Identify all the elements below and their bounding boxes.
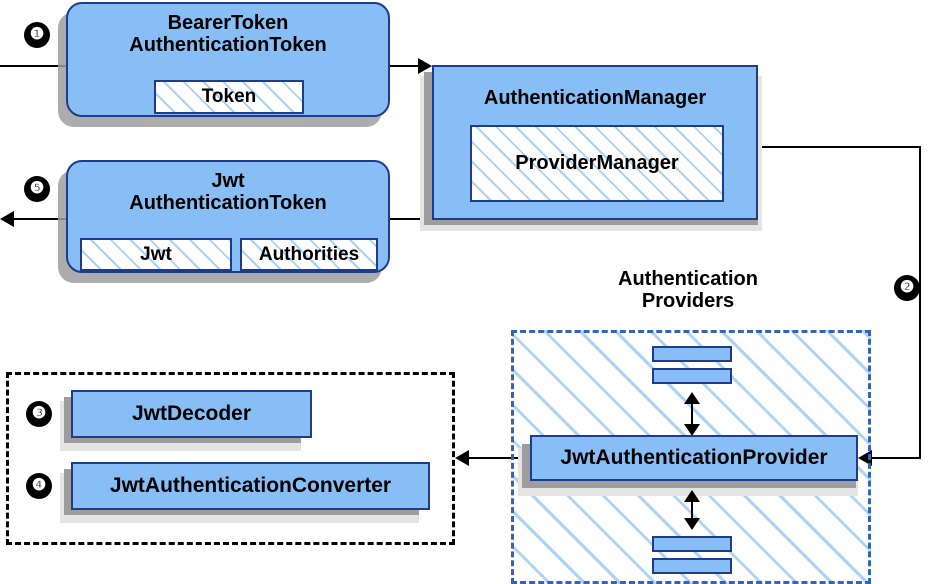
step-badge-3: ❸ [26,401,52,427]
helpers-container [6,372,455,545]
jwt-authentication-provider-node[interactable]: JwtAuthenticationProvider [530,435,858,481]
jwt-authentication-converter-label: JwtAuthenticationConverter [109,474,392,497]
authentication-manager-title: AuthenticationManager [483,87,707,109]
step-badge-5: ❺ [24,176,50,202]
jwt-token-title-line2: AuthenticationToken [129,192,327,215]
connector-bottom-vertical [691,494,693,520]
jwt-token-title: Jwt AuthenticationToken [68,170,388,215]
bearer-token-slot[interactable]: Token [154,80,304,114]
connector-manager-to-provider-bottom [872,457,921,459]
jwt-token-slot-authorities-label: Authorities [258,243,360,265]
providers-group-title-line2: Providers [641,290,735,313]
bearer-token-title-line1: BearerToken [167,12,289,34]
arrow-down-top-icon [684,424,700,436]
provider-stub-bottom-2 [652,558,732,574]
arrow-response-out-icon [0,211,14,227]
jwt-token-slot-authorities[interactable]: Authorities [240,238,378,271]
provider-stub-bottom-1 [652,536,732,552]
connector-manager-to-provider-vertical [919,146,921,458]
authentication-manager-node[interactable]: AuthenticationManager ProviderManager [432,65,758,220]
step-badge-2: ❷ [894,275,920,301]
connector-manager-to-provider-top [758,146,921,148]
connector-request-in [0,65,70,67]
jwt-decoder-label: JwtDecoder [131,402,252,425]
step-badge-1: ❶ [24,22,50,48]
jwt-decoder-node[interactable]: JwtDecoder [71,390,312,438]
provider-manager-label: ProviderManager [515,152,679,174]
jwt-authentication-converter-node[interactable]: JwtAuthenticationConverter [71,462,430,510]
jwt-token-title-line1: Jwt [211,170,245,192]
providers-group-title: Authentication Providers [560,268,816,313]
bearer-token-title-line2: AuthenticationToken [129,34,327,57]
jwt-authentication-provider-label: JwtAuthenticationProvider [560,446,828,469]
connector-provider-to-helpers [468,457,530,459]
jwt-token-node[interactable]: Jwt AuthenticationToken Jwt Authorities [66,160,390,273]
providers-group-title-line1: Authentication [618,268,758,290]
connector-bearer-to-manager [388,65,424,67]
arrow-into-helpers-icon [455,450,469,466]
bearer-token-slot-label: Token [201,86,257,107]
connector-top-vertical [691,396,693,426]
provider-stub-top-2 [652,368,732,384]
arrow-down-bottom-icon [684,518,700,530]
provider-manager-slot[interactable]: ProviderManager [470,125,724,202]
bearer-token-title: BearerToken AuthenticationToken [68,12,388,57]
connector-response-out [14,218,70,220]
arrow-bearer-to-manager-icon [418,58,432,74]
provider-stub-top-1 [652,346,732,362]
connector-manager-to-jwt-token [388,218,434,220]
bearer-token-node[interactable]: BearerToken AuthenticationToken Token [66,2,390,117]
jwt-token-slot-jwt[interactable]: Jwt [80,238,232,271]
jwt-token-slot-jwt-label: Jwt [140,243,172,265]
step-badge-4: ❹ [26,473,52,499]
